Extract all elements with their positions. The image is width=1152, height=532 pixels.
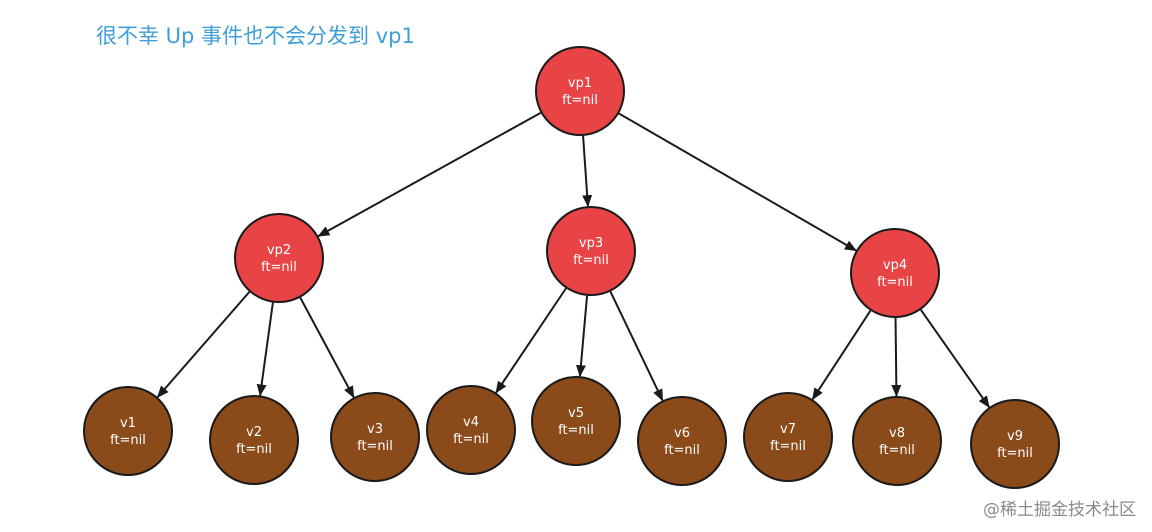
node-v5: v5 ft=nil [531,376,621,466]
node-sub-v1: ft=nil [110,433,146,448]
node-sub-v9: ft=nil [997,446,1033,461]
node-label-v1: v1 [120,416,136,431]
node-circle-v3 [330,392,420,482]
node-sub-v4: ft=nil [453,432,489,447]
node-label-v3: v3 [367,422,383,437]
node-label-v4: v4 [463,415,479,430]
edge-vp1-vp3 [582,135,593,208]
edge-vp1-vp2 [317,111,542,238]
node-v4: v4 ft=nil [426,385,516,475]
node-label-vp1: vp1 [568,76,592,91]
node-label-v9: v9 [1007,429,1023,444]
node-v1: v1 ft=nil [83,386,173,476]
node-sub-vp2: ft=nil [261,260,297,275]
node-v6: v6 ft=nil [637,396,727,486]
edge-vp3-v5 [575,295,589,378]
edge-vp4-v7 [811,310,872,401]
node-circle-v1 [83,386,173,476]
node-circle-v2 [209,395,299,485]
node-sub-v6: ft=nil [664,443,700,458]
node-circle-v5 [531,376,621,466]
node-v3: v3 ft=nil [330,392,420,482]
node-label-vp4: vp4 [883,258,907,273]
edge-vp2-v2 [256,302,274,397]
edge-vp3-v4 [495,287,567,394]
node-vp4: vp4 ft=nil [850,228,940,318]
node-label-vp3: vp3 [579,236,603,251]
node-label-v6: v6 [674,426,690,441]
node-circle-vp4 [850,228,940,318]
watermark: @稀土掘金技术社区 [983,500,1136,520]
edge-vp2-v3 [299,297,355,399]
node-vp1: vp1 ft=nil [535,46,625,136]
diagram-title: 很不幸 Up 事件也不会分发到 vp1 [96,24,415,48]
node-v2: v2 ft=nil [209,395,299,485]
node-sub-v3: ft=nil [357,439,393,454]
edge-vp4-v9 [920,309,990,408]
node-circle-vp2 [234,213,324,303]
node-label-v7: v7 [780,422,796,437]
node-circle-v4 [426,385,516,475]
node-sub-vp3: ft=nil [573,253,609,268]
node-sub-vp1: ft=nil [562,93,598,108]
node-sub-v5: ft=nil [558,423,594,438]
node-sub-v7: ft=nil [770,439,806,454]
node-vp2: vp2 ft=nil [234,213,324,303]
node-circle-vp1 [535,46,625,136]
node-label-v2: v2 [246,425,262,440]
edge-vp2-v1 [156,291,251,398]
node-circle-v6 [637,396,727,486]
node-v8: v8 ft=nil [852,396,942,486]
node-sub-v8: ft=nil [879,443,915,458]
node-sub-vp4: ft=nil [877,275,913,290]
edge-vp4-v8 [891,317,902,398]
node-circle-v8 [852,396,942,486]
node-v9: v9 ft=nil [970,399,1060,489]
node-label-v5: v5 [568,406,584,421]
node-label-vp2: vp2 [267,243,291,258]
node-vp3: vp3 ft=nil [546,206,636,296]
edge-vp3-v6 [609,291,664,402]
node-label-v8: v8 [889,426,905,441]
node-sub-v2: ft=nil [236,442,272,457]
node-circle-vp3 [546,206,636,296]
node-circle-v7 [743,392,833,482]
node-v7: v7 ft=nil [743,392,833,482]
node-circle-v9 [970,399,1060,489]
edge-vp1-vp4 [618,112,857,252]
